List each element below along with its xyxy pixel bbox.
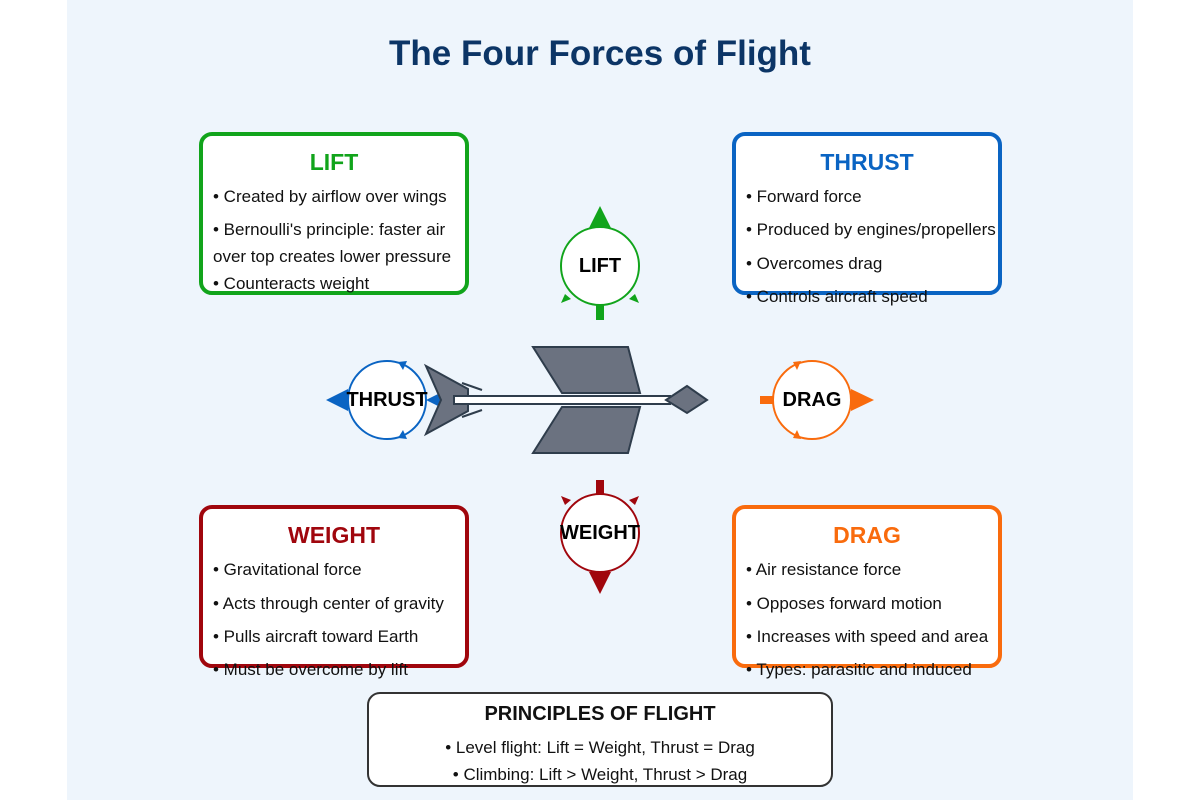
lift-bullet-2: • Bernoulli's principle: faster air [213,220,446,239]
lift-arrow-head [589,206,611,228]
lift-force-label: LIFT [578,255,622,277]
weight-arrow-tick-right [629,496,639,505]
drag-arrow-head [851,389,874,411]
thrust-force [326,360,440,440]
thrust-force-label: THRUST [346,389,428,411]
weight-bullet-3: • Pulls aircraft toward Earth [213,627,419,646]
drag-arrow-stem [760,396,774,404]
thrust-bullet-4: • Controls aircraft speed [746,287,928,306]
drag-force [760,360,874,440]
thrust-arrow-tail [426,393,440,407]
weight-card-title: WEIGHT [288,522,380,548]
weight-bullet-2: • Acts through center of gravity [213,594,444,613]
aircraft-tail-fin-bottom [461,409,483,418]
thrust-bullet-2: • Produced by engines/propellers [746,220,996,239]
thrust-bullet-3: • Overcomes drag [746,254,883,273]
lift-card: LIFT • Created by airflow over wings • B… [199,132,469,295]
drag-card-title: DRAG [833,522,901,548]
weight-arrow-tick-left [561,496,571,505]
principles-box: PRINCIPLES OF FLIGHT • Level flight: Lif… [367,692,833,787]
weight-arrow-stem [596,480,604,494]
aircraft-fuselage [453,395,671,405]
weight-bullet-4: • Must be overcome by lift [213,660,408,679]
diagram-title: The Four Forces of Flight [389,34,811,73]
lift-bullet-3: over top creates lower pressure [213,247,452,266]
weight-force [560,480,640,594]
lift-bullet-1: • Created by airflow over wings [213,187,447,206]
lift-arrow-tick-left [561,294,571,303]
lift-force [560,206,640,320]
aircraft-lower-wing [531,406,642,454]
weight-force-label: WEIGHT [560,522,640,544]
principles-title: PRINCIPLES OF FLIGHT [484,703,716,725]
weight-arrow-head [589,572,611,594]
weight-card: WEIGHT • Gravitational force • Acts thro… [199,505,469,679]
lift-card-title: LIFT [309,149,359,175]
lift-bullet-4: • Counteracts weight [213,274,370,293]
thrust-card-title: THRUST [820,149,914,175]
aircraft-tail [423,363,469,437]
lift-arrow-stem [596,300,604,320]
weight-bullet-1: • Gravitational force [213,560,362,579]
thrust-card: THRUST • Forward force • Produced by eng… [732,132,1002,306]
drag-bullet-2: • Opposes forward motion [746,594,942,613]
drag-card: DRAG • Air resistance force • Opposes fo… [732,505,1002,679]
aircraft-upper-wing [531,346,642,394]
drag-bullet-4: • Types: parasitic and induced [746,660,972,679]
aircraft [423,346,709,454]
aircraft-tail-fin-top [461,382,483,391]
thrust-arrow-tick-bottom [398,430,407,439]
drag-bullet-1: • Air resistance force [746,560,902,579]
drag-bullet-3: • Increases with speed and area [746,627,989,646]
drag-force-label: DRAG [782,389,842,411]
thrust-arrow-tick-top [398,361,407,370]
principles-line-climbing: • Climbing: Lift > Weight, Thrust > Drag [452,765,748,784]
drag-arrow-tick-bottom [793,430,801,439]
thrust-arrow-head [326,389,348,411]
drag-arrow-tick-top [793,361,801,370]
thrust-bullet-1: • Forward force [746,187,862,206]
lift-arrow-tick-right [629,294,639,303]
aircraft-nose [664,384,709,415]
principles-line-level: • Level flight: Lift = Weight, Thrust = … [445,738,755,757]
